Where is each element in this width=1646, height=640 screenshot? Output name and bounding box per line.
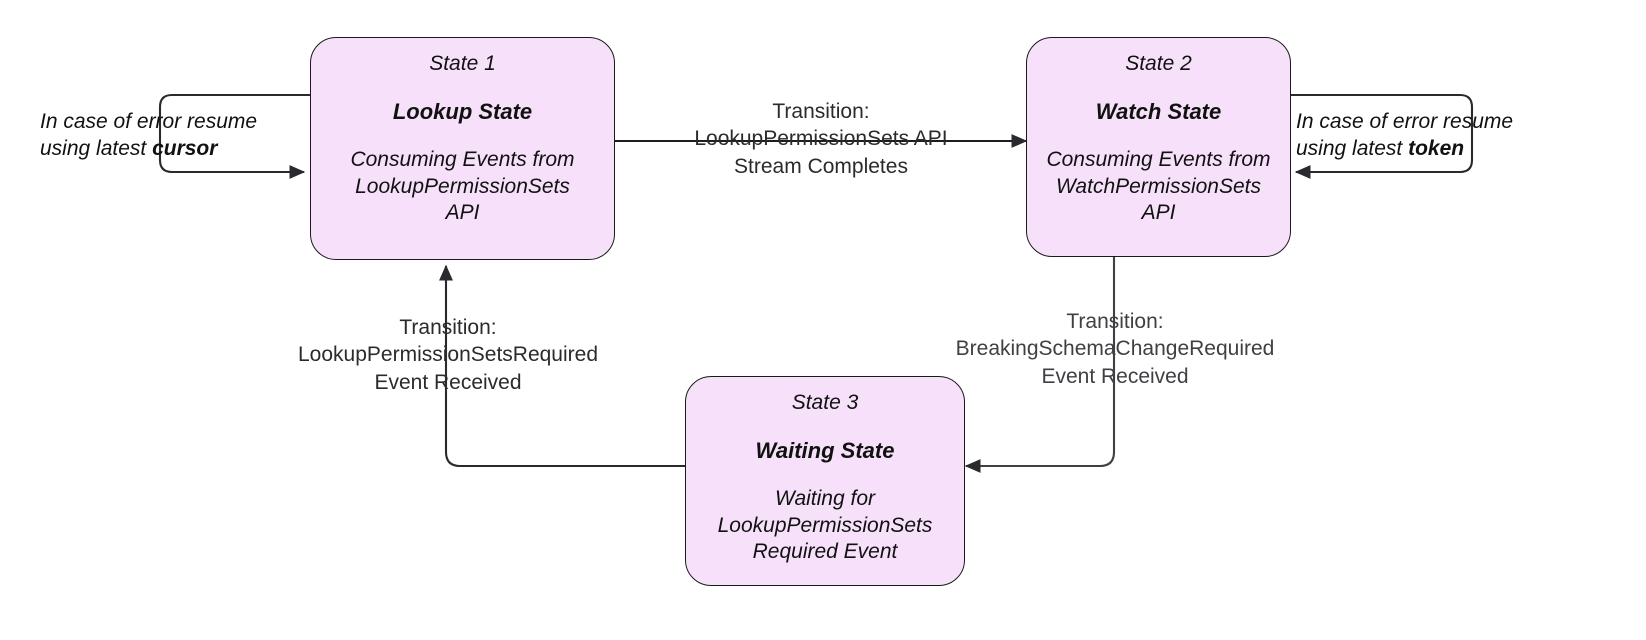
state-title-label: Watch State bbox=[1095, 98, 1222, 124]
transition-label-watch-to-waiting: Transition: BreakingSchemaChangeRequired… bbox=[955, 310, 1275, 388]
state-title-label: Lookup State bbox=[392, 98, 533, 124]
note-line-2-prefix: using latest bbox=[1296, 137, 1409, 161]
state-node-watch[interactable]: State 2 Watch State Consuming Events fro… bbox=[1026, 37, 1291, 257]
state-node-lookup[interactable]: State 1 Lookup State Consuming Events fr… bbox=[310, 37, 615, 260]
state-description: Waiting for LookupPermissionSets Require… bbox=[717, 486, 933, 564]
state-description: Consuming Events from LookupPermissionSe… bbox=[350, 147, 575, 225]
note-line-2-emphasis: cursor bbox=[152, 137, 218, 161]
note-line-2-emphasis: token bbox=[1408, 137, 1465, 161]
transition-label-waiting-to-lookup: Transition: LookupPermissionSetsRequired… bbox=[298, 316, 598, 394]
state-node-waiting[interactable]: State 3 Waiting State Waiting for Lookup… bbox=[685, 376, 965, 586]
state-index-label: State 3 bbox=[791, 391, 859, 414]
note-lookup-retry-cursor: In case of error resume using latest cur… bbox=[40, 108, 300, 163]
state-index-label: State 2 bbox=[1125, 52, 1192, 75]
note-line-1: In case of error resume bbox=[1296, 110, 1514, 133]
note-line-2-prefix: using latest bbox=[40, 137, 153, 161]
note-line-1: In case of error resume bbox=[40, 110, 258, 133]
transition-label-lookup-to-watch: Transition: LookupPermissionSets API Str… bbox=[694, 100, 948, 178]
note-watch-retry-token: In case of error resume using latest tok… bbox=[1296, 108, 1596, 163]
state-index-label: State 1 bbox=[429, 52, 496, 75]
state-description: Consuming Events from WatchPermissionSet… bbox=[1046, 147, 1271, 225]
state-title-label: Waiting State bbox=[755, 437, 895, 463]
